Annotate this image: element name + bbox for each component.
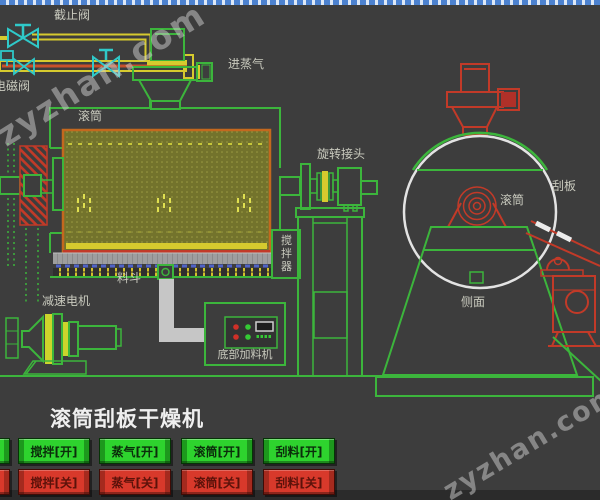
drum-front-view	[49, 100, 301, 279]
label-rotary-joint: 旋转接头	[317, 147, 366, 161]
button-agitator-on[interactable]: 搅拌[开]	[18, 438, 90, 464]
label-drum-side: 滚筒	[500, 193, 525, 207]
button-clipped-on[interactable]	[0, 438, 10, 464]
label-steam-inlet: 进蒸气	[228, 57, 265, 71]
button-scrape-on[interactable]: 刮料[开]	[263, 438, 335, 464]
button-agitator-off[interactable]: 搅拌[关]	[18, 469, 90, 495]
button-steam-on[interactable]: 蒸气[开]	[99, 438, 171, 464]
rotary-joint-assembly	[279, 163, 378, 212]
steam-piping	[0, 23, 194, 79]
label-stop-valve: 截止阀	[54, 8, 91, 22]
selection-marquee-bar	[0, 0, 600, 5]
bottom-edge-bar	[0, 490, 600, 500]
button-clipped-off[interactable]	[0, 469, 10, 495]
button-drum-on[interactable]: 滚筒[开]	[181, 438, 253, 464]
gear-motor-drawing	[5, 313, 122, 375]
label-scraper: 刮板	[552, 179, 577, 193]
hopper-pipe	[157, 264, 205, 342]
left-drive-assembly	[0, 143, 64, 302]
side-view	[375, 63, 600, 397]
label-solenoid-valve: 电磁阀	[0, 79, 31, 93]
button-steam-off[interactable]: 蒸气[关]	[99, 469, 171, 495]
label-gear-motor: 减速电机	[42, 294, 91, 308]
label-hopper: 料斗	[117, 271, 142, 285]
support-stand	[295, 207, 365, 377]
page-title: 滚筒刮板干燥机	[50, 407, 204, 431]
label-side-view: 侧面	[461, 295, 486, 309]
bottom-feeder-box	[204, 302, 286, 366]
label-agitator: 搅拌器	[281, 234, 292, 274]
button-scrape-off[interactable]: 刮料[关]	[263, 469, 335, 495]
button-drum-off[interactable]: 滚筒[关]	[181, 469, 253, 495]
label-drum-front: 滚筒	[78, 109, 103, 123]
label-bottom-feeder: 底部加料机	[217, 348, 273, 361]
